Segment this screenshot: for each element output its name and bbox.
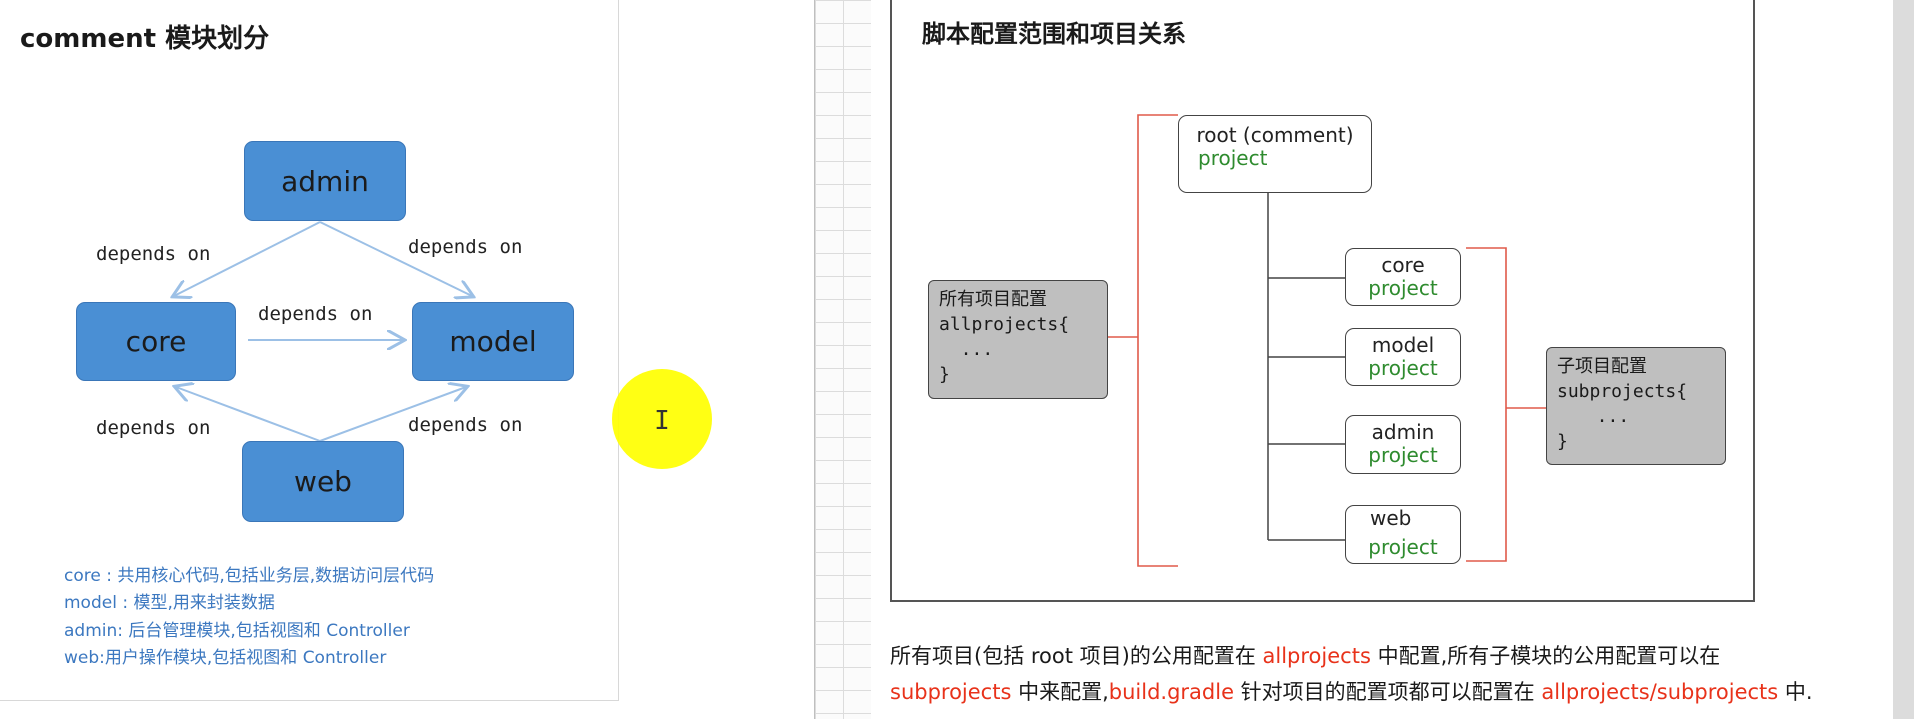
spreadsheet-grid-strip: [815, 0, 871, 719]
child-project-web: project: [1368, 535, 1438, 559]
explanation-line-1: 所有项目(包括 root 项目)的公用配置在 allprojects 中配置,所…: [890, 640, 1720, 670]
allprojects-line2: ...: [939, 339, 994, 360]
left-diagram-panel: comment 模块划分 admin core model web depend…: [0, 0, 619, 701]
explanation-2f: 中.: [1778, 680, 1813, 704]
label-admin-model: depends on: [408, 236, 523, 258]
label-admin-core: depends on: [96, 243, 211, 265]
child-box-model: model project: [1345, 328, 1461, 386]
node-model: model: [412, 302, 574, 381]
allprojects-config-box: 所有项目配置 allprojects{ ...}: [928, 280, 1108, 399]
label-web-model: depends on: [408, 414, 523, 436]
child-label-admin: admin: [1371, 420, 1435, 444]
arrow-admin-core: [174, 221, 321, 296]
legend-model: model : 模型,用来封装数据: [64, 593, 275, 613]
arrow-web-core: [176, 387, 321, 442]
explanation-2c-build-gradle: build.gradle: [1108, 680, 1234, 704]
label-web-core: depends on: [96, 417, 211, 439]
child-label-model: model: [1371, 333, 1435, 357]
subprojects-line2: ...: [1575, 406, 1630, 427]
root-project-box: root (comment) project: [1178, 115, 1372, 193]
child-box-web: web project: [1345, 505, 1461, 564]
root-label: root (comment): [1196, 123, 1354, 147]
dependency-arrows: [0, 221, 618, 442]
arrow-admin-model: [319, 221, 472, 296]
root-project-word: project: [1198, 146, 1268, 170]
window-right-edge: [1893, 0, 1914, 719]
bracket-all-projects: [1137, 114, 1178, 567]
bracket-sub-projects: [1466, 247, 1507, 562]
node-admin: admin: [244, 141, 406, 221]
child-box-admin: admin project: [1345, 415, 1461, 474]
subprojects-line3: }: [1557, 431, 1568, 452]
allprojects-line3: }: [939, 364, 950, 385]
config-scope-title: 脚本配置范围和项目关系: [922, 20, 1186, 48]
child-project-admin: project: [1368, 443, 1438, 467]
explanation-1c: 中配置,所有子模块的公用配置可以在: [1370, 644, 1721, 668]
allprojects-line1: allprojects{: [939, 314, 1070, 335]
text-cursor-icon: I: [654, 406, 670, 436]
allprojects-title: 所有项目配置: [939, 289, 1047, 310]
explanation-2e-all-sub: allprojects/subprojects: [1541, 680, 1779, 704]
explanation-1a: 所有项目(包括 root 项目)的公用配置在: [890, 644, 1263, 668]
legend-core: core : 共用核心代码,包括业务层,数据访问层代码: [64, 566, 435, 586]
subprojects-title: 子项目配置: [1557, 356, 1647, 377]
node-web: web: [242, 441, 404, 522]
cursor-highlight: [612, 369, 712, 469]
explanation-2b: 中来配置,: [1011, 680, 1109, 704]
separator-line: [814, 0, 815, 719]
module-diagram-title: comment 模块划分: [20, 24, 270, 54]
child-label-core: core: [1381, 253, 1425, 277]
legend-admin: admin: 后台管理模块,包括视图和 Controller: [64, 621, 410, 641]
legend-web: web:用户操作模块,包括视图和 Controller: [64, 648, 387, 668]
explanation-line-2: subprojects 中来配置,build.gradle 针对项目的配置项都可…: [890, 676, 1813, 706]
label-core-model: depends on: [258, 303, 373, 325]
tree-connectors: [1108, 114, 1546, 567]
child-label-web: web: [1370, 506, 1412, 530]
explanation-1b-allprojects: allprojects: [1262, 644, 1371, 668]
subprojects-config-box: 子项目配置 subprojects{ ...}: [1546, 347, 1726, 465]
arrow-web-model: [319, 387, 466, 442]
child-project-core: project: [1368, 276, 1438, 300]
node-core: core: [76, 302, 236, 381]
explanation-2d: 针对项目的配置项都可以配置在: [1234, 680, 1542, 704]
subprojects-line1: subprojects{: [1557, 381, 1688, 402]
child-box-core: core project: [1345, 248, 1461, 306]
child-project-model: project: [1368, 356, 1438, 380]
explanation-2a-subprojects: subprojects: [890, 680, 1012, 704]
